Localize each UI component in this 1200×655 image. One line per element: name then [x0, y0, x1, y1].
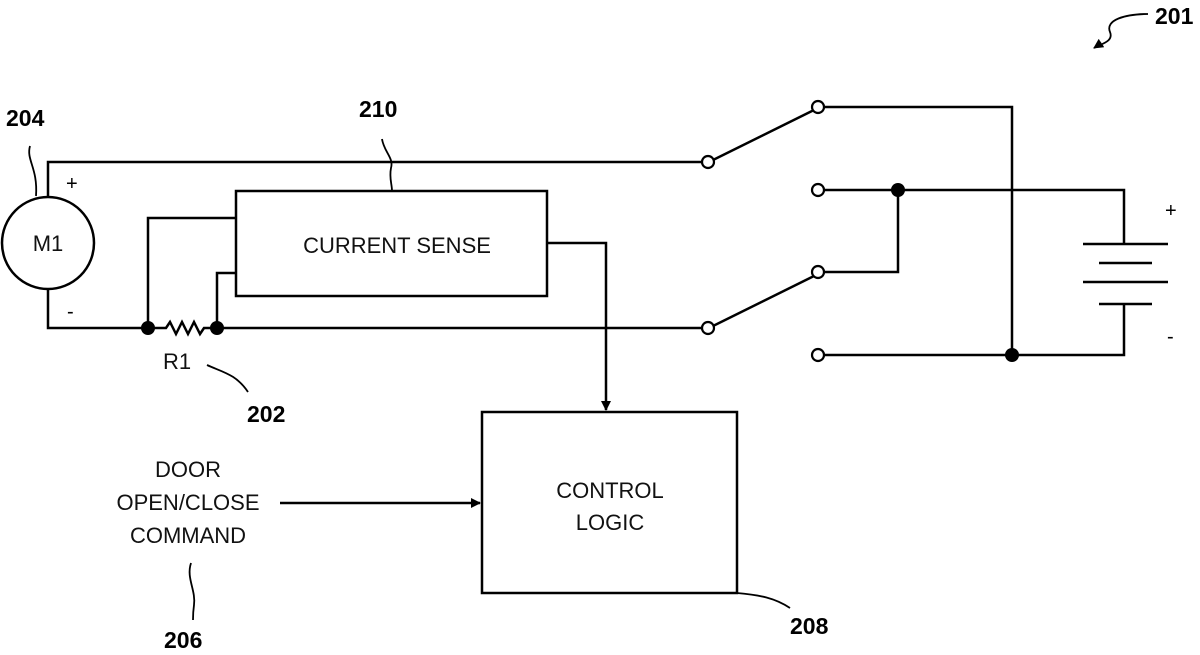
control-logic-reference-leader	[736, 592, 791, 609]
switch-upper-pivot	[700, 154, 716, 170]
wire-upper-contact-to-negative	[824, 105, 1014, 355]
switch-lower	[700, 264, 826, 363]
sense-lead-top	[146, 216, 235, 328]
sense-lead-bottom	[215, 271, 235, 328]
switch-upper-contact-b	[810, 182, 826, 198]
motor-reference-leader	[28, 145, 38, 197]
wire-negative-rail	[824, 304, 1126, 357]
resistor-reference-leader	[206, 364, 249, 393]
switch-upper-contact-a	[810, 99, 826, 115]
command-reference-leader	[188, 562, 196, 621]
switch-upper-blade	[712, 108, 815, 162]
control-logic-line2: LOGIC	[576, 510, 645, 535]
resistor-r1	[148, 319, 217, 337]
resistor-label: R1	[163, 349, 191, 374]
control-logic-reference: 208	[790, 613, 829, 639]
battery-plus-sign: +	[1165, 200, 1177, 222]
motor-label: M1	[33, 231, 64, 256]
battery: + -	[1083, 200, 1177, 348]
wire-sense-to-control	[547, 241, 611, 411]
motor-minus-sign: -	[67, 301, 74, 323]
current-sense-reference: 210	[359, 96, 397, 122]
figure-reference-arrow	[1093, 13, 1149, 49]
figure-reference: 201	[1155, 3, 1194, 29]
command-line3: COMMAND	[130, 523, 246, 548]
control-logic-line1: CONTROL	[556, 478, 664, 503]
control-logic-block	[480, 410, 739, 595]
current-sense-reference-leader	[381, 138, 393, 192]
battery-minus-sign: -	[1167, 326, 1174, 348]
wire-motor-positive	[46, 160, 708, 197]
command-line1: DOOR	[155, 457, 221, 482]
wire-lower-contact-to-positive	[824, 190, 900, 274]
node-negative	[1005, 348, 1019, 362]
resistor-reference: 202	[247, 401, 285, 427]
wire-positive-rail	[824, 188, 1126, 244]
switch-lower-contact-b	[810, 347, 826, 363]
node-positive	[891, 183, 905, 197]
switch-upper	[700, 99, 826, 198]
switch-lower-contact-a	[810, 264, 826, 280]
switch-lower-pivot	[700, 320, 716, 336]
command-line2: OPEN/CLOSE	[116, 490, 259, 515]
current-sense-label: CURRENT SENSE	[303, 233, 491, 258]
command-reference: 206	[164, 627, 202, 653]
switch-lower-blade	[712, 274, 815, 328]
wire-motor-negative	[46, 289, 148, 330]
motor-reference: 204	[6, 105, 45, 131]
motor-plus-sign: +	[66, 173, 78, 195]
